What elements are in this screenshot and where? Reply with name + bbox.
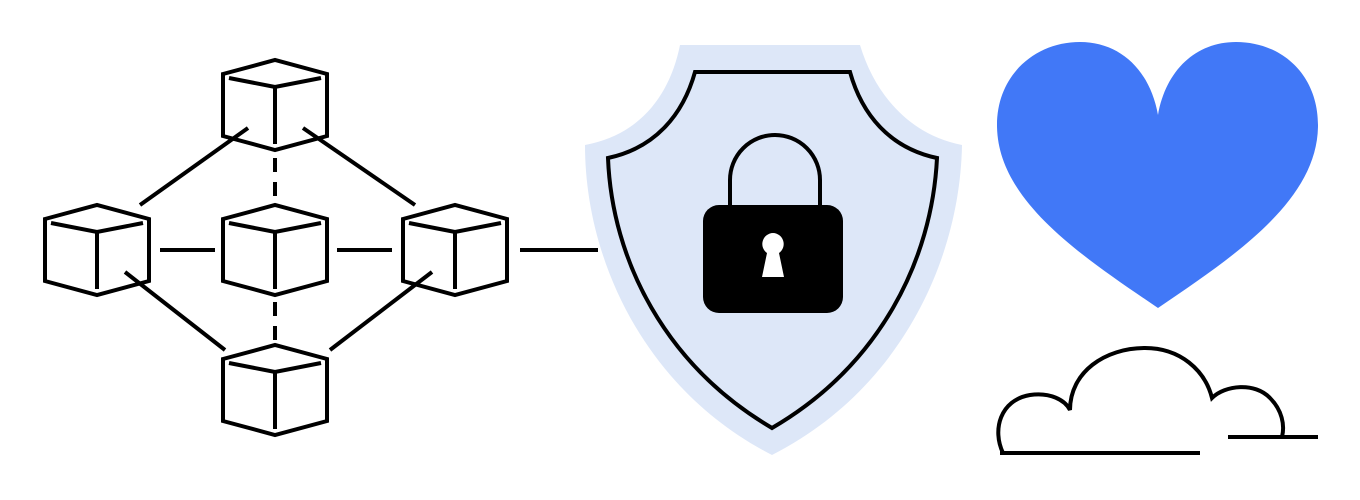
cube-outline [221,202,329,298]
cube-left [43,202,151,298]
cube-outline [221,342,329,438]
cube-right [401,202,509,298]
connection-line [138,126,250,207]
blockchain-network-icon [43,57,598,438]
cube-outline [401,202,509,298]
cloud-icon [996,345,1318,455]
cube-center [221,202,329,298]
cube-edges [50,221,144,289]
cube-edges [408,221,502,289]
heart-icon [997,42,1318,308]
cube-edges [228,221,322,289]
cube-bottom [221,342,329,438]
padlock-shackle [728,133,822,210]
cloud-outline [996,345,1286,454]
keyhole-icon [762,233,784,277]
cube-edges [228,361,322,429]
cube-edges [228,76,322,144]
cube-outline [221,57,329,153]
connection-line [301,126,417,207]
shield-lock-icon [585,45,962,455]
cube-outline [43,202,151,298]
shield-outline [605,70,940,431]
cube-top [221,57,329,153]
